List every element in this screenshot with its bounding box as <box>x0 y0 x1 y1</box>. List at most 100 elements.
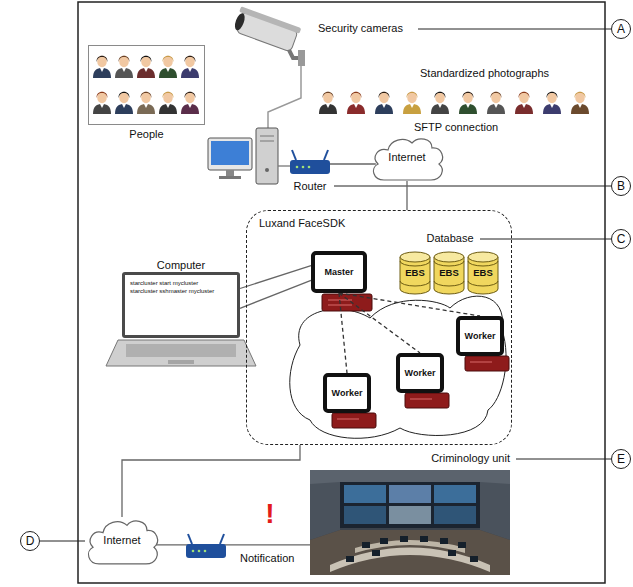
standardized-photos <box>319 92 337 114</box>
master-node: Master <box>311 251 367 293</box>
photo-shape <box>310 470 510 575</box>
people-panel: People <box>88 45 205 125</box>
photo-detail <box>380 538 388 544</box>
photo-detail <box>440 538 448 544</box>
cloud-outline <box>88 521 157 564</box>
security-camera <box>268 66 301 128</box>
people-photos <box>115 56 133 78</box>
node-label: EBS <box>473 267 493 278</box>
network-link <box>406 181 407 210</box>
router-icon <box>296 166 299 169</box>
router-icon <box>290 150 330 174</box>
photo-detail <box>470 556 478 562</box>
command-line: starcluster start mycluster <box>130 279 198 287</box>
people-photos <box>93 56 111 78</box>
people-photos <box>93 92 111 114</box>
node-label: Worker <box>465 331 496 342</box>
standardized-photos <box>459 92 477 114</box>
standardized-photos <box>543 92 561 114</box>
command-line: starcluster sshmaster mycluster <box>130 287 214 295</box>
callout-letter: E <box>611 449 631 469</box>
leader-line <box>334 186 611 187</box>
standardized-photos <box>375 92 393 114</box>
photo-detail <box>330 548 490 573</box>
worker-node: Worker <box>456 316 504 356</box>
leader-line <box>516 459 611 460</box>
ssh-link <box>240 280 311 308</box>
standardized-photos <box>431 92 449 114</box>
desktop-computer <box>208 128 290 184</box>
photo-detail <box>458 542 466 548</box>
photo-detail <box>310 482 340 540</box>
people-photos <box>181 56 199 78</box>
standardized-photos <box>487 92 505 114</box>
callout-letter: B <box>611 176 631 196</box>
cylinder-stripe <box>434 281 464 286</box>
people-photos <box>159 56 177 78</box>
worker-node: Worker <box>396 353 444 393</box>
standardized-photos <box>571 92 589 114</box>
security-camera <box>239 6 301 34</box>
callout-letter: C <box>611 229 631 249</box>
desktop-computer <box>208 138 252 170</box>
router-icon <box>292 150 296 160</box>
people-photos <box>137 56 155 78</box>
cylinder-stripe <box>400 261 430 266</box>
cylinder-body <box>468 257 498 294</box>
standardized-photos <box>403 92 421 114</box>
server-base <box>322 294 372 311</box>
node-heading: People <box>129 128 163 141</box>
security-camera <box>233 12 247 32</box>
router-icon <box>220 534 224 544</box>
router-icon <box>308 166 311 169</box>
photo-detail <box>389 506 431 524</box>
laptop-base <box>168 360 194 364</box>
server-base <box>328 305 352 306</box>
server-base <box>332 413 376 428</box>
router-icon <box>324 150 328 160</box>
cylinder-stripe <box>434 261 464 266</box>
cluster-link <box>339 293 420 353</box>
server-base <box>470 362 492 363</box>
photo-detail <box>310 470 510 484</box>
people-photos <box>181 92 199 114</box>
photo-detail <box>340 482 480 528</box>
router-node: Router <box>290 152 330 176</box>
security-camera <box>232 6 305 128</box>
photo-detail <box>389 485 431 503</box>
people-photos <box>159 92 177 114</box>
desktop-computer <box>265 168 269 172</box>
router-icon <box>302 166 305 169</box>
leader-line <box>40 29 611 541</box>
leader-line <box>480 239 611 240</box>
connection-label: SFTP connection <box>414 121 498 134</box>
photo-detail <box>310 530 510 575</box>
alert-mark: ! <box>265 497 274 531</box>
cylinder-body <box>400 257 430 294</box>
node-heading: Computer <box>157 259 205 272</box>
photo-detail <box>344 485 386 503</box>
node-label: Worker <box>332 388 363 399</box>
photos-label: Standardized photographs <box>420 67 549 80</box>
leader-line <box>418 29 611 30</box>
node-label: Internet <box>388 151 425 164</box>
photo-detail <box>362 542 370 548</box>
photo-detail <box>344 506 386 524</box>
standardized-photos <box>515 92 533 114</box>
server-base <box>322 294 509 428</box>
worker-node: Worker <box>323 373 371 413</box>
cylinder-stripe <box>468 261 498 266</box>
desktop-computer <box>226 170 234 176</box>
leader-line <box>40 541 85 542</box>
people-photos <box>137 92 155 114</box>
ebs-volume: EBS <box>399 251 431 295</box>
criminology-unit-photo: Criminology unit <box>310 470 510 575</box>
laptop-base <box>106 340 256 366</box>
desktop-computer <box>211 141 249 165</box>
internet-cloud: Internet <box>83 517 161 565</box>
notification-label: Notification <box>240 552 294 565</box>
internet-cloud: Internet <box>368 135 446 181</box>
node-label: Master <box>324 267 353 278</box>
